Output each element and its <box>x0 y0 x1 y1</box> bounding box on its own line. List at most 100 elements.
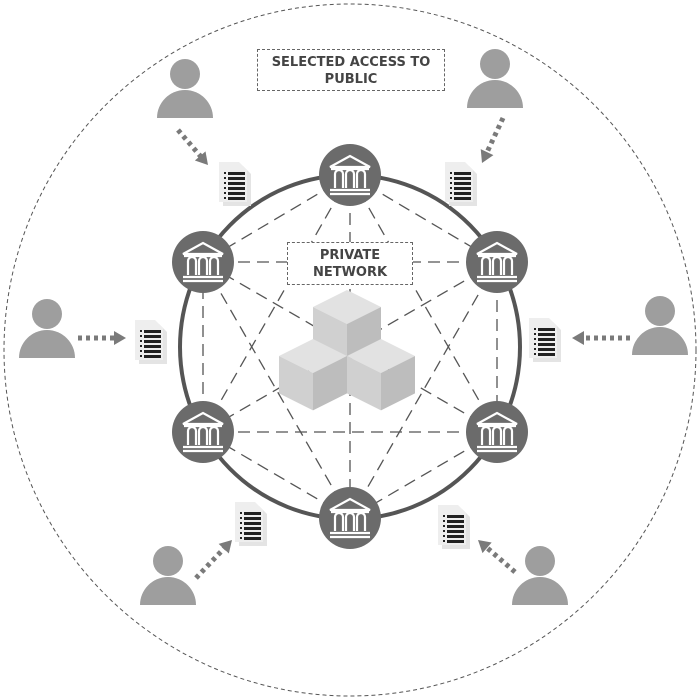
arrow-head <box>218 540 232 554</box>
columns <box>333 511 367 531</box>
bank-node <box>172 231 234 293</box>
public-access-label: SELECTED ACCESS TO PUBLIC <box>257 49 445 91</box>
document-icon <box>438 505 470 549</box>
public-boundary <box>3 3 697 697</box>
arrow-head <box>480 149 494 163</box>
columns <box>333 168 367 188</box>
doc-bullet <box>534 333 536 335</box>
doc-bullet <box>140 340 142 342</box>
user-icon <box>140 546 196 605</box>
arrow-shaft <box>482 543 517 574</box>
doc-line <box>228 182 245 185</box>
doc-line <box>447 530 464 533</box>
arrow <box>176 128 208 165</box>
doc-line <box>228 187 245 190</box>
bank-icon <box>476 241 518 283</box>
roof <box>329 497 371 512</box>
doc-bullet <box>450 182 452 184</box>
doc-bullet <box>240 527 242 529</box>
bank-node <box>466 401 528 463</box>
arrow <box>194 540 232 580</box>
bank-node <box>172 401 234 463</box>
doc-bullet <box>224 177 226 179</box>
roof <box>329 154 371 169</box>
bank-node <box>466 231 528 293</box>
cube-left <box>347 356 381 411</box>
arrow <box>480 116 506 163</box>
user-body <box>632 327 688 355</box>
doc-bullet <box>224 182 226 184</box>
user-icon <box>632 296 688 355</box>
doc-bullet <box>140 335 142 337</box>
user-icon <box>467 49 523 108</box>
bank-icon <box>329 154 371 196</box>
doc-line <box>447 525 464 528</box>
node-circle <box>319 487 381 549</box>
doc-line <box>447 515 464 518</box>
bank-icon <box>182 411 224 453</box>
doc-bullet <box>534 343 536 345</box>
user-body <box>140 577 196 605</box>
arrow <box>572 331 630 345</box>
user-body <box>512 577 568 605</box>
doc-line <box>447 520 464 523</box>
user-head <box>153 546 183 576</box>
arrow-shaft <box>176 128 205 161</box>
doc-line <box>144 355 161 358</box>
connection-line <box>202 174 351 433</box>
document-icon <box>235 502 267 546</box>
cube-right <box>381 356 415 411</box>
doc-line <box>538 328 555 331</box>
doc-line <box>144 335 161 338</box>
connection-line <box>349 261 498 519</box>
doc-line <box>244 522 261 525</box>
doc-line <box>244 512 261 515</box>
roof <box>182 241 224 256</box>
doc-bullet <box>240 522 242 524</box>
user-body <box>157 90 213 118</box>
doc-line <box>454 187 471 190</box>
doc-line <box>144 340 161 343</box>
doc-line <box>244 532 261 535</box>
doc-line <box>228 192 245 195</box>
roof <box>476 411 518 426</box>
bank-icon <box>182 241 224 283</box>
arrow-head <box>194 151 208 165</box>
node-circle <box>172 401 234 463</box>
doc-bullet <box>534 338 536 340</box>
doc-bullet <box>443 525 445 527</box>
doc-line <box>454 177 471 180</box>
doc-line <box>244 517 261 520</box>
user-head <box>525 546 555 576</box>
doc-line <box>144 330 161 333</box>
doc-line <box>538 343 555 346</box>
user-body <box>467 80 523 108</box>
doc-bullet <box>443 515 445 517</box>
columns <box>186 425 220 445</box>
arrow <box>78 331 126 345</box>
doc-bullet <box>443 535 445 537</box>
user-head <box>645 296 675 326</box>
doc-bullet <box>534 328 536 330</box>
arrow-head <box>572 331 584 345</box>
user-icon <box>157 59 213 118</box>
doc-line <box>144 350 161 353</box>
doc-bullet <box>224 172 226 174</box>
cube <box>279 339 347 411</box>
doc-bullet <box>240 512 242 514</box>
doc-line <box>454 182 471 185</box>
doc-line <box>454 192 471 195</box>
document-icon <box>529 318 561 362</box>
doc-bullet <box>140 350 142 352</box>
cube-left <box>279 356 313 411</box>
doc-bullet <box>443 540 445 542</box>
doc-bullet <box>450 187 452 189</box>
bank-node <box>319 144 381 206</box>
arrow-head <box>478 540 492 554</box>
node-circle <box>466 231 528 293</box>
bank-icon <box>476 411 518 453</box>
document-icon <box>219 162 251 206</box>
connection-line <box>202 261 351 519</box>
doc-bullet <box>140 345 142 347</box>
